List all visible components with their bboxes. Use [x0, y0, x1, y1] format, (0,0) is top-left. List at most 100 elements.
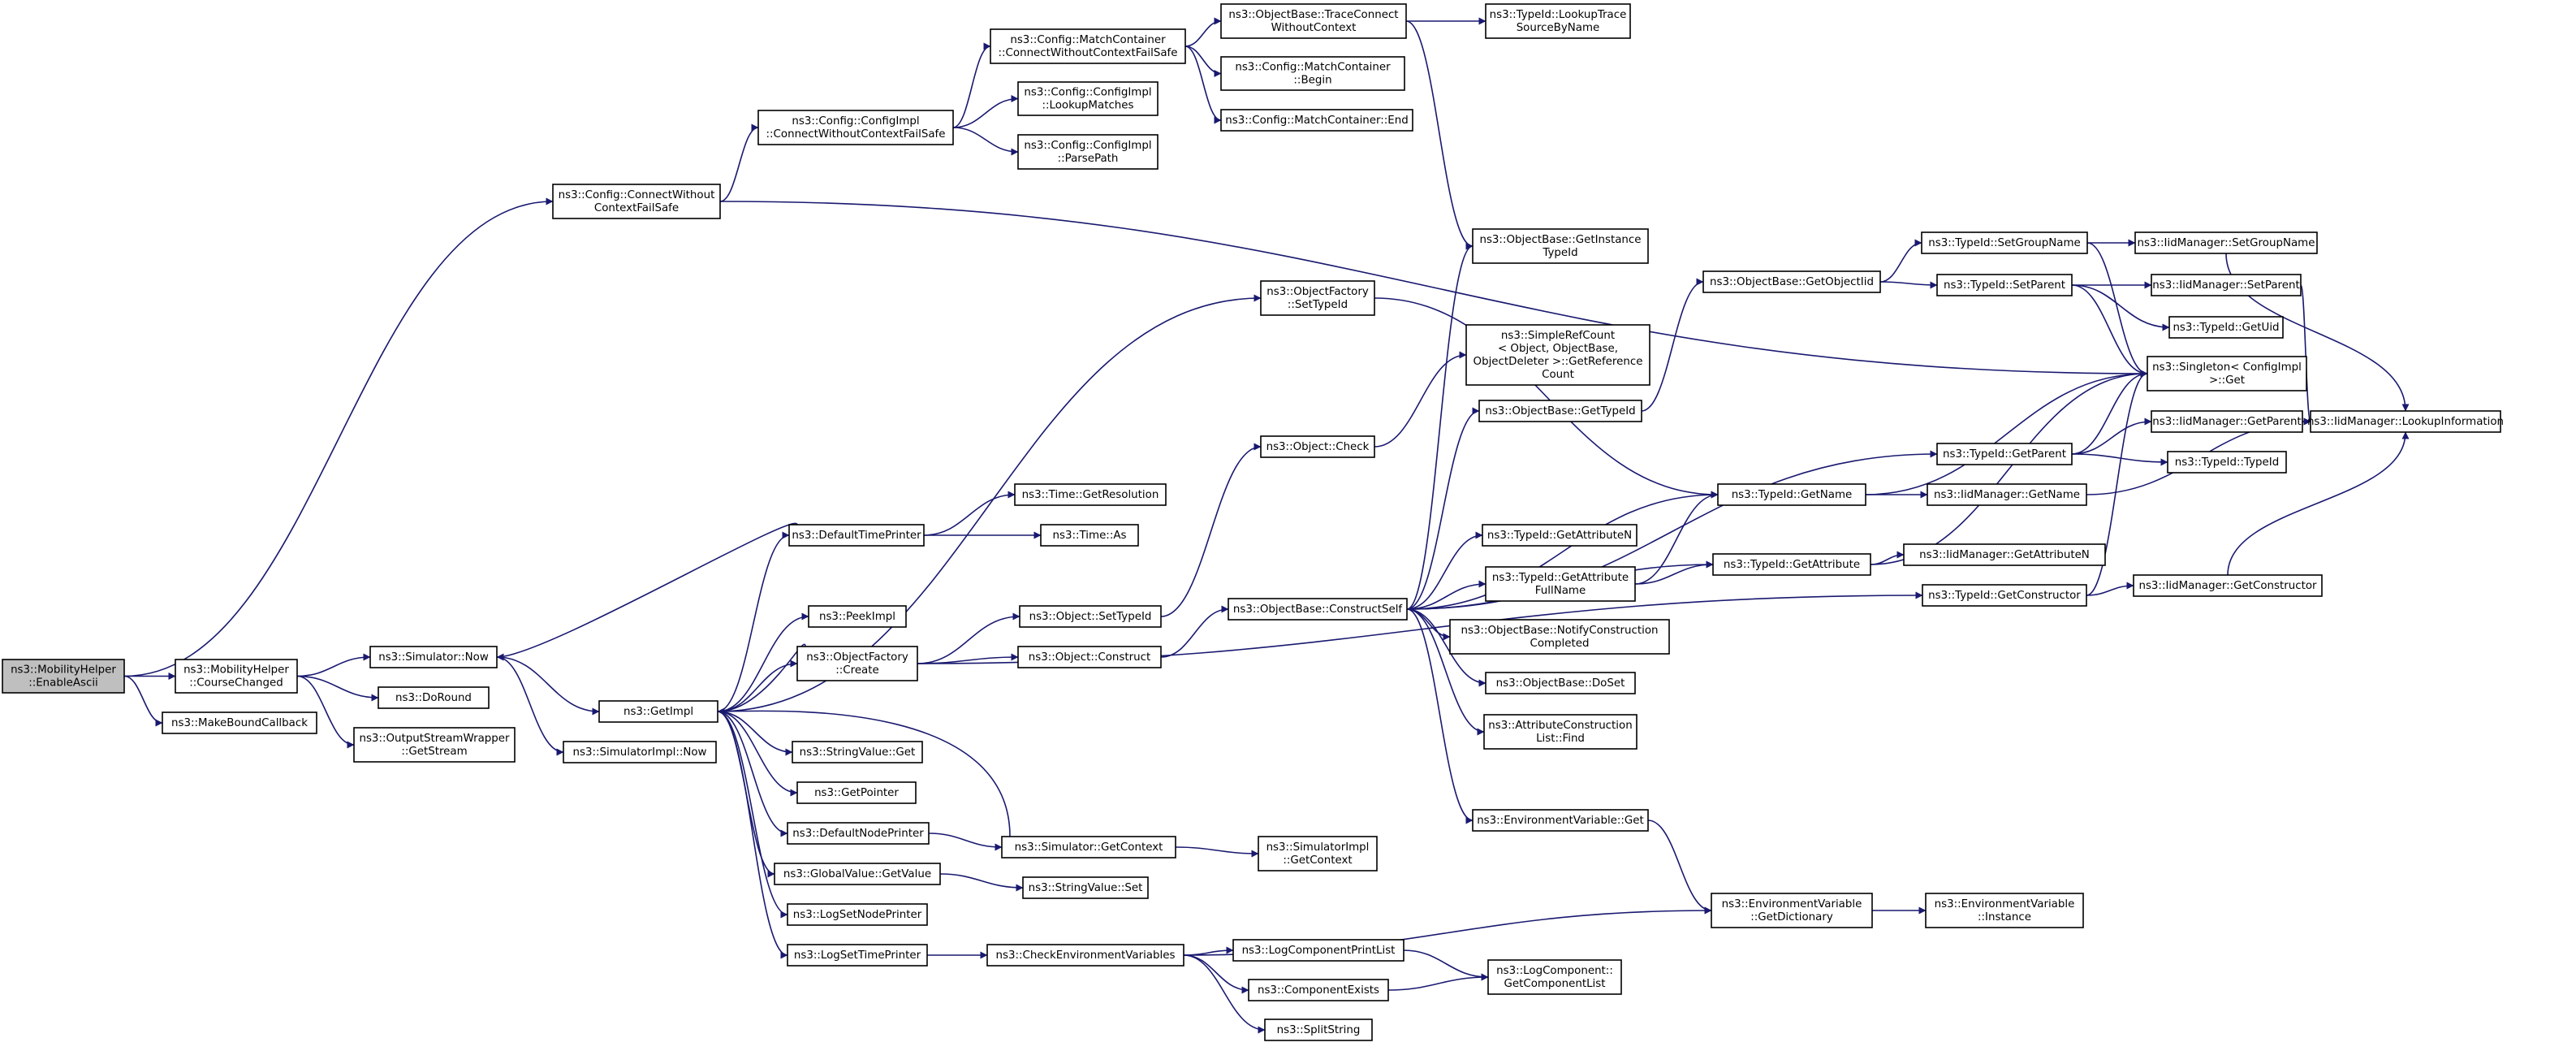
node-doround[interactable]: ns3::DoRound	[378, 686, 490, 709]
node-box	[2134, 231, 2318, 254]
node-make-bound-callback[interactable]: ns3::MakeBoundCallback	[162, 711, 317, 734]
node-objbase-doset[interactable]: ns3::ObjectBase::DoSet	[1485, 672, 1636, 694]
node-logcomponent-getlist[interactable]: ns3::LogComponent::GetComponentList	[1487, 959, 1622, 995]
node-default-time-printer[interactable]: ns3::DefaultTimePrinter	[788, 524, 925, 547]
node-label-line: ns3::ObjectBase::GetTypeId	[1485, 405, 1635, 417]
node-simimpl-now[interactable]: ns3::SimulatorImpl::Now	[563, 741, 717, 763]
node-logcomponentprintlist[interactable]: ns3::LogComponentPrintList	[1232, 939, 1405, 962]
node-iidmanager-setgroupname[interactable]: ns3::IidManager::SetGroupName	[2134, 231, 2318, 254]
node-label-line: ns3::GetImpl	[624, 706, 693, 718]
node-iidmanager-getattributen[interactable]: ns3::IidManager::GetAttributeN	[1903, 543, 2106, 566]
node-connect-without-ctx-failsafe[interactable]: ns3::Config::ConnectWithoutContextFailSa…	[552, 184, 721, 219]
node-object-settypeid[interactable]: ns3::Object::SetTypeId	[1019, 605, 1162, 628]
node-globalvalue-getvalue[interactable]: ns3::GlobalValue::GetValue	[774, 863, 941, 885]
edge-objbase_getobjectiid-to-typeid_setgroupname	[1879, 239, 1922, 283]
node-envvar-instance[interactable]: ns3::EnvironmentVariable::Instance	[1925, 893, 2084, 928]
node-stringvalue-get[interactable]: ns3::StringValue::Get	[792, 741, 923, 763]
node-configimpl-parsepath[interactable]: ns3::Config::ConfigImpl::ParsePath	[1017, 134, 1159, 170]
node-label-line: TypeId	[1542, 247, 1577, 259]
node-envvar-get[interactable]: ns3::EnvironmentVariable::Get	[1472, 809, 1649, 832]
node-enable-ascii[interactable]: ns3::MobilityHelper::EnableAscii	[2, 659, 125, 694]
node-logsetnodeprinter[interactable]: ns3::LogSetNodePrinter	[787, 903, 928, 926]
node-simulator-now[interactable]: ns3::Simulator::Now	[369, 646, 498, 668]
node-iidmanager-setparent[interactable]: ns3::IidManager::SetParent	[2151, 274, 2302, 296]
node-course-changed[interactable]: ns3::MobilityHelper::CourseChanged	[175, 659, 298, 694]
edge-objbase_constructself-to-envvar_get	[1406, 608, 1474, 824]
edge-getimpl-to-objfactory_settypeid	[717, 294, 1262, 712]
node-typeid-getattributen[interactable]: ns3::TypeId::GetAttributeN	[1482, 524, 1638, 547]
node-envvar-getdictionary[interactable]: ns3::EnvironmentVariable::GetDictionary	[1711, 893, 1873, 928]
edge-objbase_gettypeid-to-objbase_getobjectiid	[1641, 278, 1704, 412]
node-label-line: Count	[1542, 369, 1574, 381]
node-singleton-get[interactable]: ns3::Singleton< ConfigImpl >::Get	[2147, 356, 2307, 391]
node-osw-getstream[interactable]: ns3::OutputStreamWrapper::GetStream	[353, 727, 516, 763]
node-iidmanager-getconstructor[interactable]: ns3::IidManager::GetConstructor	[2133, 574, 2323, 597]
node-box	[563, 741, 717, 763]
node-typeid-typeid[interactable]: ns3::TypeId::TypeId	[2167, 451, 2287, 474]
node-typeid-getparent[interactable]: ns3::TypeId::GetParent	[1936, 443, 2073, 465]
node-objbase-gettypeid[interactable]: ns3::ObjectBase::GetTypeId	[1478, 400, 1642, 422]
node-label-line: ns3::TypeId::SetGroupName	[1928, 237, 2081, 249]
edge-default_node_printer-to-simulator_getcontext	[928, 833, 1003, 851]
node-box	[1001, 836, 1176, 859]
node-time-as[interactable]: ns3::Time::As	[1040, 524, 1139, 547]
node-box	[175, 659, 298, 694]
node-logsettimeprinter[interactable]: ns3::LogSetTimePrinter	[787, 944, 928, 967]
node-mc-begin[interactable]: ns3::Config::MatchContainer::Begin	[1220, 56, 1405, 91]
node-label-line: WithoutContext	[1271, 22, 1357, 34]
node-label-line: ns3::ObjectBase::GetInstance	[1479, 234, 1641, 246]
node-mc-end[interactable]: ns3::Config::MatchContainer::End	[1220, 109, 1413, 132]
node-peekimpl[interactable]: ns3::PeekImpl	[808, 605, 907, 628]
node-iidmanager-getname[interactable]: ns3::IidManager::GetName	[1927, 483, 2087, 506]
node-iidmanager-getparent[interactable]: ns3::IidManager::GetParent	[2151, 410, 2303, 433]
node-label-line: ::ParsePath	[1058, 153, 1119, 165]
node-objbase-notifyconstruction[interactable]: ns3::ObjectBase::NotifyConstructionCompl…	[1449, 619, 1670, 655]
node-label-line: ns3::Singleton< ConfigImpl	[2152, 361, 2302, 374]
node-typeid-getuid[interactable]: ns3::TypeId::GetUid	[2168, 316, 2284, 339]
node-typeid-getname[interactable]: ns3::TypeId::GetName	[1717, 483, 1866, 506]
node-typeid-getattribute[interactable]: ns3::TypeId::GetAttribute	[1712, 553, 1871, 576]
node-trace-connect[interactable]: ns3::ObjectBase::TraceConnectWithoutCont…	[1220, 3, 1407, 39]
node-objfactory-settypeid[interactable]: ns3::ObjectFactory::SetTypeId	[1260, 280, 1375, 316]
node-label-line: ::ConnectWithoutContextFailSafe	[999, 47, 1178, 59]
node-label-line: ::LookupMatches	[1042, 100, 1133, 112]
edge-typeid_getconstructor-to-singleton_get	[2086, 370, 2148, 596]
node-simulator-getcontext[interactable]: ns3::Simulator::GetContext	[1001, 836, 1176, 859]
edge-configimpl_connect-to-matchcontainer_connect	[952, 42, 991, 128]
node-iidmanager-lookupinformation[interactable]: ns3::IidManager::LookupInformation	[2307, 410, 2504, 433]
node-objbase-constructself[interactable]: ns3::ObjectBase::ConstructSelf	[1228, 598, 1408, 621]
node-getpointer[interactable]: ns3::GetPointer	[796, 781, 917, 804]
node-box	[2133, 574, 2323, 597]
node-object-construct[interactable]: ns3::Object::Construct	[1017, 646, 1162, 668]
node-splitstring[interactable]: ns3::SplitString	[1264, 1019, 1373, 1041]
node-componentexists[interactable]: ns3::ComponentExists	[1248, 979, 1389, 1001]
edge-objbase_constructself-to-typeid_getattributefullname	[1406, 580, 1486, 610]
node-simplerefcount[interactable]: ns3::SimpleRefCount< Object, ObjectBase,…	[1465, 324, 1650, 386]
node-typeid-setgroupname[interactable]: ns3::TypeId::SetGroupName	[1921, 231, 2088, 254]
node-default-node-printer[interactable]: ns3::DefaultNodePrinter	[787, 822, 930, 845]
edge-iidmanager_setparent-to-iidmanager_lookupinformation	[2300, 284, 2311, 426]
node-label-line: ns3::EnvironmentVariable	[1935, 898, 2075, 910]
node-check-env-vars[interactable]: ns3::CheckEnvironmentVariables	[986, 944, 1184, 967]
node-matchcontainer-connect[interactable]: ns3::Config::MatchContainer::ConnectWith…	[990, 28, 1186, 64]
node-configimpl-lookup[interactable]: ns3::Config::ConfigImpl::LookupMatches	[1017, 81, 1159, 116]
node-label-line: ns3::IidManager::GetAttributeN	[1919, 549, 2090, 561]
node-object-check[interactable]: ns3::Object::Check	[1260, 435, 1375, 458]
edge-typeid_setparent-to-singleton_get	[2071, 284, 2148, 378]
edge-course_changed-to-simulator_now	[296, 653, 371, 677]
node-typeid-setparent[interactable]: ns3::TypeId::SetParent	[1936, 274, 2073, 296]
node-box	[2147, 356, 2307, 391]
node-simimpl-getcontext[interactable]: ns3::SimulatorImpl::GetContext	[1258, 836, 1378, 872]
node-getimpl[interactable]: ns3::GetImpl	[598, 700, 718, 723]
node-stringvalue-set[interactable]: ns3::StringValue::Set	[1022, 876, 1149, 899]
node-box	[1260, 435, 1375, 458]
node-objbase-getobjectiid[interactable]: ns3::ObjectBase::GetObjectIid	[1702, 270, 1881, 293]
node-time-getresolution[interactable]: ns3::Time::GetResolution	[1014, 483, 1167, 506]
node-objfactory-create[interactable]: ns3::ObjectFactory::Create	[796, 646, 918, 681]
node-typeid-getconstructor[interactable]: ns3::TypeId::GetConstructor	[1922, 584, 2087, 607]
node-configimpl-connect[interactable]: ns3::Config::ConfigImpl::ConnectWithoutC…	[757, 110, 954, 145]
